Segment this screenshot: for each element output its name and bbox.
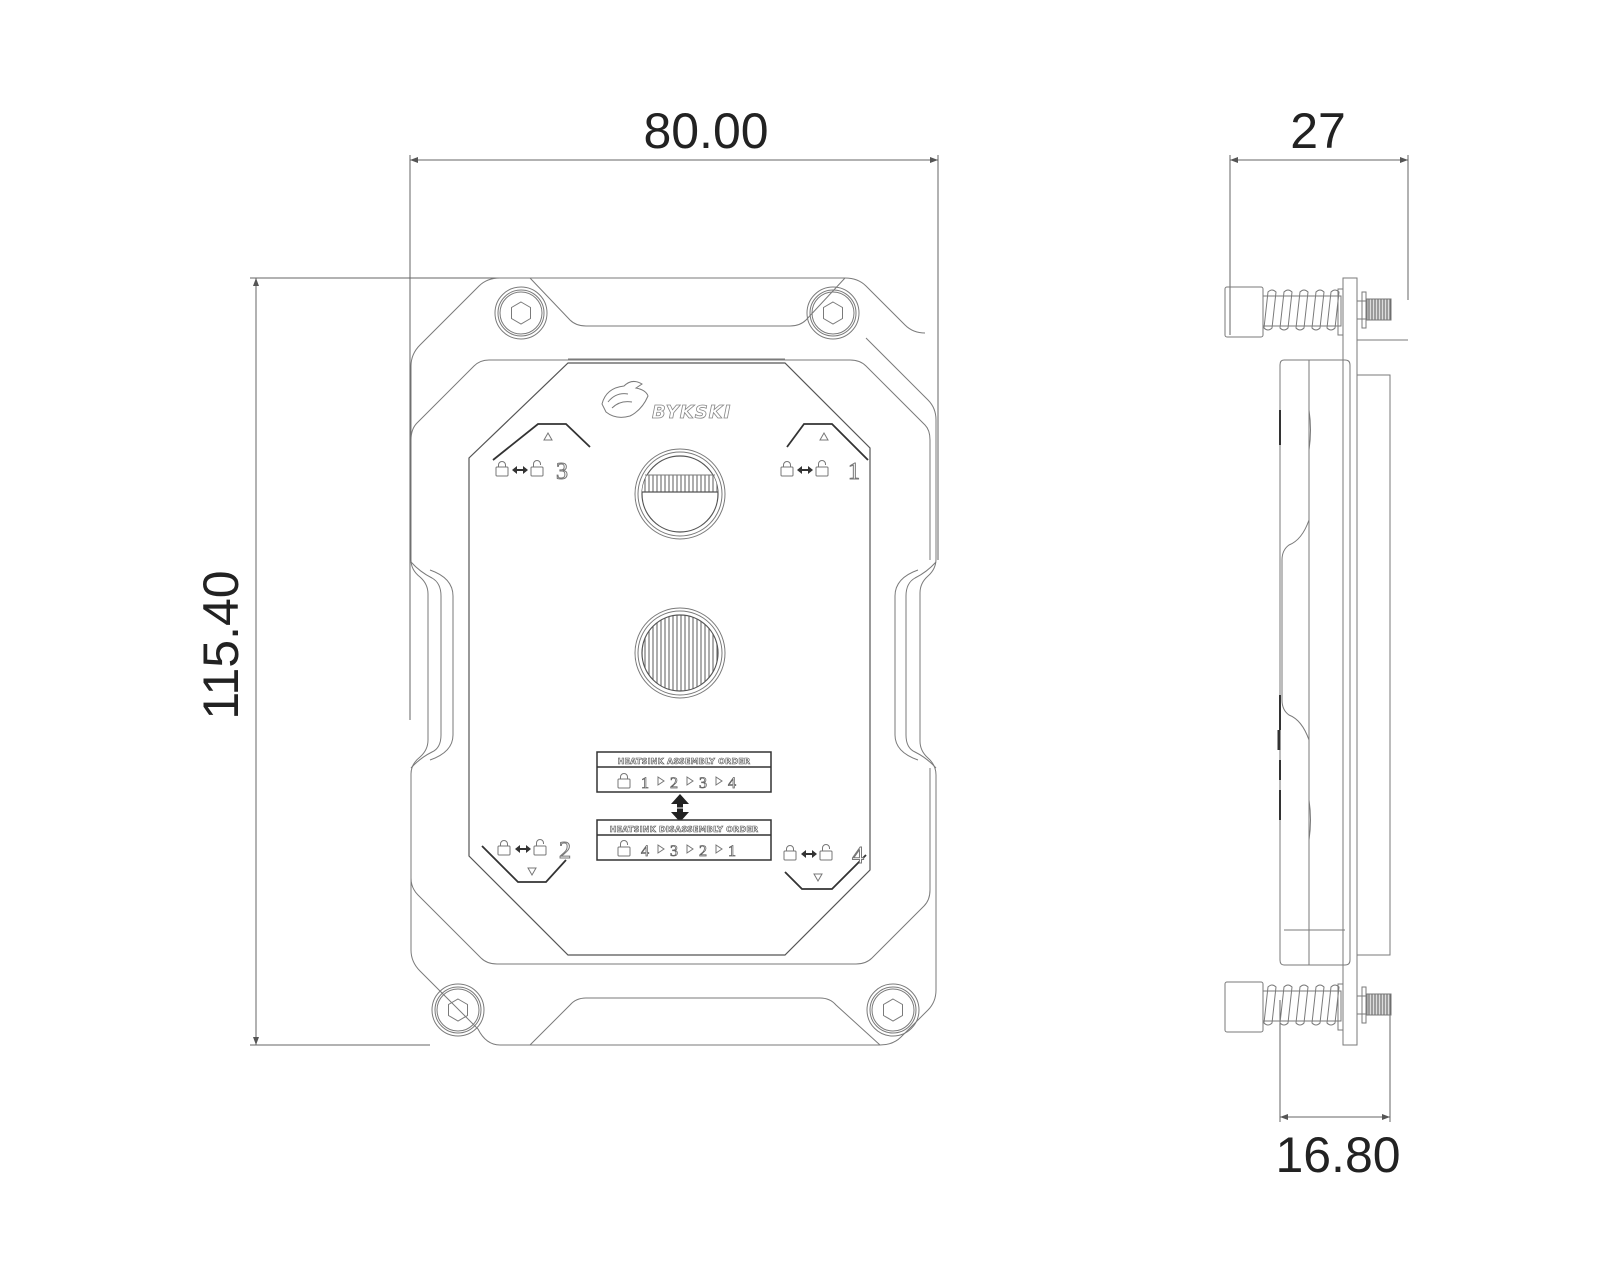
block-depth-dimension: 16.80 (1275, 1000, 1401, 1183)
svg-text:1: 1 (641, 775, 649, 792)
front-view: 80.00 115.40 (193, 103, 939, 1046)
screw-thread (1366, 298, 1392, 321)
svg-text:3: 3 (699, 775, 707, 792)
block-depth-dimension-label: 16.80 (1275, 1127, 1400, 1183)
right-relief (905, 561, 937, 769)
bracket-bottom-notch (529, 997, 881, 1046)
depth-dimension-label: 27 (1290, 103, 1346, 159)
top-plate (468, 362, 871, 956)
screw-top-right (806, 286, 860, 340)
lock-open-icon (530, 460, 544, 477)
lock-open-icon (533, 839, 547, 856)
down-arrow-icon (813, 873, 823, 883)
bracket-plate-side (1342, 277, 1358, 1046)
spring-screw-top (1224, 286, 1392, 338)
disassembly-order-title: HEATSINK DISASSEMBLY ORDER (610, 825, 759, 834)
double-arrow-icon (512, 466, 528, 474)
lock-closed-icon (783, 845, 797, 861)
bottom-port (634, 607, 726, 699)
assembly-order-box: HEATSINK ASSEMBLY ORDER 1 2 3 4 (596, 751, 772, 793)
screw-head (1224, 981, 1264, 1033)
lock-open-icon (819, 844, 833, 861)
double-arrow-icon (801, 850, 817, 858)
screw-head (1224, 286, 1264, 338)
spring-icon (1263, 289, 1340, 331)
up-arrow-icon (543, 431, 553, 441)
corner-label-3: 3 (492, 423, 591, 486)
right-relief-inner (894, 569, 919, 761)
svg-text:2: 2 (670, 775, 678, 792)
depth-dimension: 27 (1229, 103, 1409, 335)
swap-vertical-icon (671, 794, 689, 822)
up-arrow-icon (819, 431, 829, 441)
block-body-side (1279, 359, 1351, 966)
corner-label-4: 4 (783, 843, 867, 890)
lock-closed-icon (497, 840, 511, 856)
svg-text:1: 1 (728, 843, 736, 860)
dragon-icon (601, 380, 649, 418)
side-view: 27 16.80 (1224, 103, 1409, 1183)
lock-closed-icon (495, 461, 509, 477)
screw-top-left (494, 286, 548, 340)
disassembly-order-box: HEATSINK DISASSEMBLY ORDER 4 3 2 1 (596, 819, 772, 861)
double-arrow-icon (797, 466, 813, 474)
bracket-top-notch (529, 277, 846, 327)
width-dimension-label: 80.00 (643, 103, 768, 159)
double-arrow-icon (515, 845, 531, 853)
height-dimension-label: 115.40 (193, 570, 249, 719)
lock-open-icon (815, 460, 829, 477)
lock-closed-icon (780, 461, 794, 477)
screw-bottom-left (431, 983, 485, 1037)
svg-text:4: 4 (852, 843, 864, 869)
mounting-bracket-outline (410, 277, 937, 1046)
svg-text:2: 2 (699, 843, 707, 860)
spring-screw-bottom (1224, 981, 1392, 1033)
block-frame (410, 359, 931, 965)
screw-thread (1366, 993, 1392, 1016)
svg-text:4: 4 (641, 843, 649, 860)
brand-logo: BYKSKI (601, 380, 731, 423)
down-arrow-icon (527, 867, 537, 877)
coldplate-side (1357, 374, 1391, 956)
corner-label-1: 1 (780, 423, 869, 486)
width-dimension: 80.00 (409, 103, 939, 720)
corner-label-2: 2 (481, 838, 572, 883)
svg-text:3: 3 (556, 459, 568, 485)
svg-text:4: 4 (728, 775, 736, 792)
height-dimension: 115.40 (193, 277, 500, 1046)
svg-text:3: 3 (670, 843, 678, 860)
assembly-order-title: HEATSINK ASSEMBLY ORDER (618, 757, 751, 766)
svg-text:2: 2 (559, 838, 571, 864)
svg-text:1: 1 (848, 459, 860, 485)
screw-bottom-right (866, 983, 920, 1037)
logo-text: BYKSKI (652, 402, 731, 423)
spring-icon (1263, 984, 1340, 1026)
left-relief-inner (429, 569, 454, 761)
top-port (634, 448, 726, 540)
left-relief (410, 561, 442, 769)
